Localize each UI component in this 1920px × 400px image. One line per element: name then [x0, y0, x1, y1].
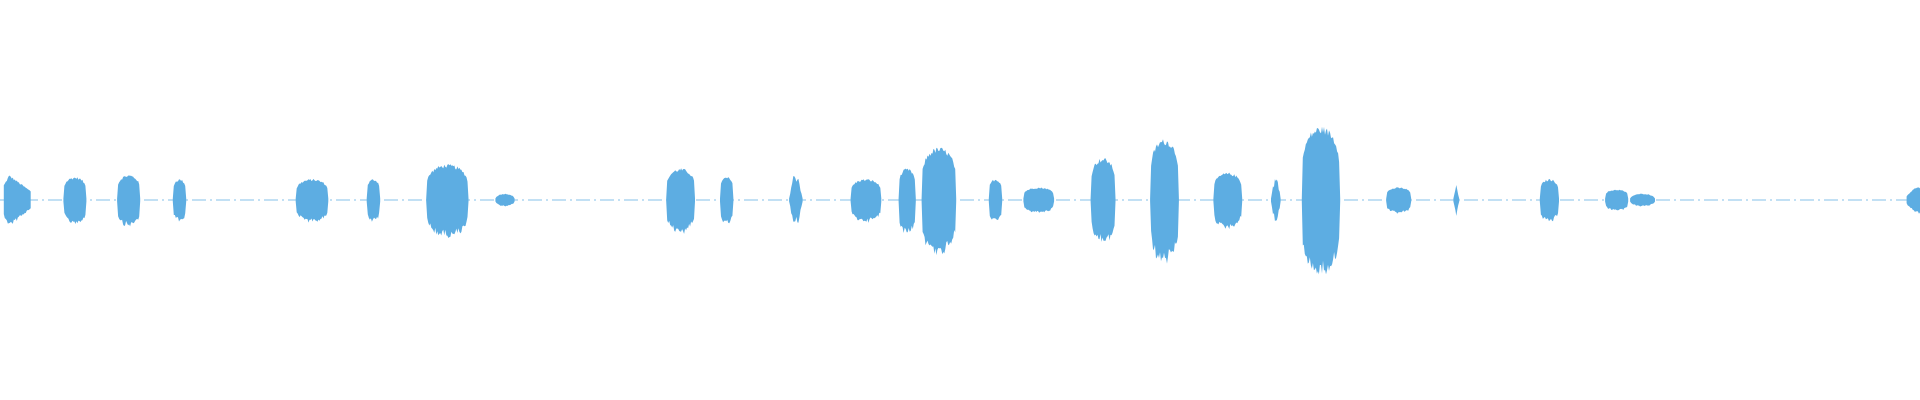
- waveform-segment: [1453, 185, 1460, 216]
- waveform-segment: [366, 179, 381, 222]
- waveform-segment: [295, 178, 329, 223]
- waveform-segment: [1150, 139, 1179, 264]
- waveform-segment: [3, 175, 31, 224]
- waveform-segment: [850, 179, 882, 223]
- waveform-segment: [1023, 187, 1055, 213]
- waveform-segment: [1386, 187, 1412, 214]
- waveform-segment: [1213, 172, 1243, 229]
- waveform-segment: [666, 168, 695, 234]
- waveform-segment: [495, 193, 515, 207]
- waveform-segment: [172, 179, 187, 222]
- waveform-segment: [988, 179, 1003, 220]
- waveform-segment: [63, 177, 87, 224]
- waveform-segment: [921, 147, 957, 256]
- waveform-segment: [1630, 193, 1655, 207]
- waveform-segment: [1271, 179, 1281, 221]
- waveform-segment: [426, 164, 469, 238]
- waveform-segment: [1301, 126, 1341, 275]
- waveform-segment: [1906, 187, 1920, 214]
- waveform-segment: [898, 168, 916, 233]
- waveform-segment: [1090, 158, 1116, 242]
- waveform-segments: [3, 126, 1920, 275]
- waveform-segment: [720, 177, 734, 224]
- waveform-segment: [117, 175, 141, 227]
- waveform-segment: [789, 176, 803, 223]
- waveform-segment: [1605, 189, 1629, 211]
- waveform-segment: [1539, 179, 1559, 222]
